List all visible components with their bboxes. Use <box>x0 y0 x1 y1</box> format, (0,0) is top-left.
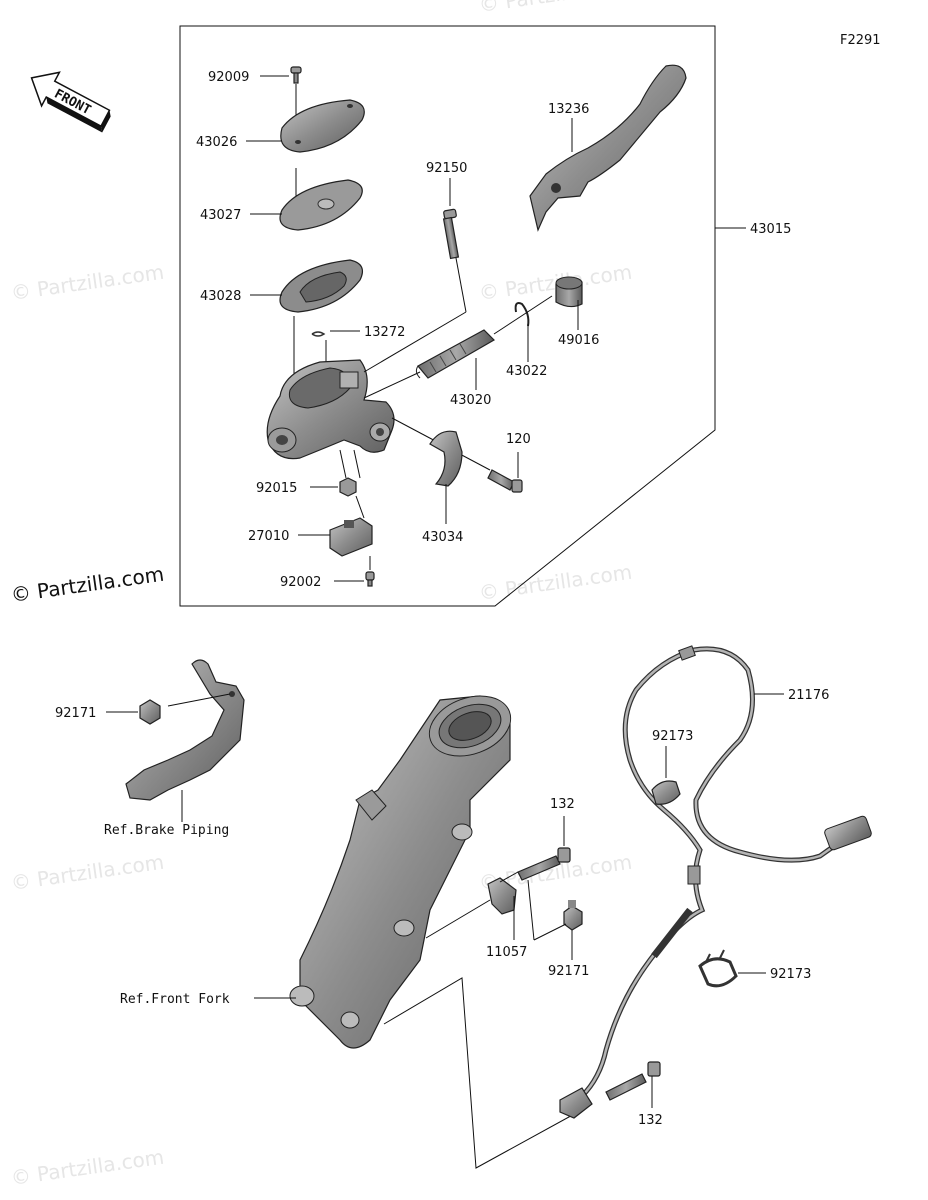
link-line <box>383 977 579 1169</box>
part-43028[interactable] <box>279 259 363 313</box>
label-92015: 92015 <box>256 481 297 496</box>
part-92171-right[interactable] <box>563 900 583 931</box>
label-132-lower: 132 <box>638 1113 663 1128</box>
label-43034: 43034 <box>422 530 463 545</box>
part-92009[interactable] <box>290 66 302 84</box>
part-92015[interactable] <box>339 477 357 497</box>
label-11057: 11057 <box>486 945 527 960</box>
watermark-strong: © Partzilla.com <box>9 562 165 607</box>
label-43027: 43027 <box>200 208 241 223</box>
part-27010[interactable] <box>329 517 373 557</box>
label-92009: 92009 <box>208 70 249 85</box>
label-92171-left: 92171 <box>55 706 96 721</box>
watermark: © Partzilla.com <box>9 850 165 895</box>
label-43022: 43022 <box>506 364 547 379</box>
label-43026: 43026 <box>196 135 237 150</box>
master-cylinder-body[interactable] <box>266 359 395 460</box>
figure-code: F2291 <box>840 33 881 48</box>
label-43015: 43015 <box>750 222 791 237</box>
label-43020: 43020 <box>450 393 491 408</box>
label-92150: 92150 <box>426 161 467 176</box>
part-92171-left[interactable] <box>139 699 161 725</box>
part-13272[interactable] <box>311 331 326 337</box>
label-92173-lower: 92173 <box>770 967 811 982</box>
part-132-upper[interactable] <box>517 847 571 881</box>
label-13236: 13236 <box>548 102 589 117</box>
part-120[interactable] <box>487 469 523 493</box>
part-21176[interactable] <box>559 645 872 1119</box>
part-92173-lower[interactable] <box>698 949 738 988</box>
label-13272: 13272 <box>364 325 405 340</box>
watermark: © Partzilla.com <box>477 0 633 17</box>
label-27010: 27010 <box>248 529 289 544</box>
label-132-upper: 132 <box>550 797 575 812</box>
part-132-lower[interactable] <box>605 1061 661 1101</box>
watermark: © Partzilla.com <box>9 260 165 305</box>
part-49016[interactable] <box>555 276 583 308</box>
label-49016: 49016 <box>558 333 599 348</box>
label-21176: 21176 <box>788 688 829 703</box>
label-120: 120 <box>506 432 531 447</box>
part-92150[interactable] <box>442 208 460 260</box>
label-92171-right: 92171 <box>548 964 589 979</box>
part-43034[interactable] <box>429 430 463 487</box>
watermark: © Partzilla.com <box>9 1145 165 1190</box>
front-fork[interactable] <box>289 685 519 1049</box>
label-ref-front-fork: Ref.Front Fork <box>120 992 230 1007</box>
part-43027[interactable] <box>279 179 363 231</box>
part-43022[interactable] <box>514 302 530 327</box>
label-43028: 43028 <box>200 289 241 304</box>
label-ref-brake-piping: Ref.Brake Piping <box>104 823 229 838</box>
part-43026[interactable] <box>280 99 365 153</box>
front-arrow-icon: FRONT <box>30 71 111 133</box>
watermark: © Partzilla.com <box>477 560 633 605</box>
label-92173-upper: 92173 <box>652 729 693 744</box>
part-13236[interactable] <box>529 64 687 232</box>
part-92173-upper[interactable] <box>651 780 681 805</box>
brake-piping-bracket[interactable] <box>125 659 245 801</box>
part-43020[interactable] <box>415 329 495 379</box>
assembly-frame <box>179 25 716 607</box>
label-92002: 92002 <box>280 575 321 590</box>
part-92002[interactable] <box>365 571 375 587</box>
